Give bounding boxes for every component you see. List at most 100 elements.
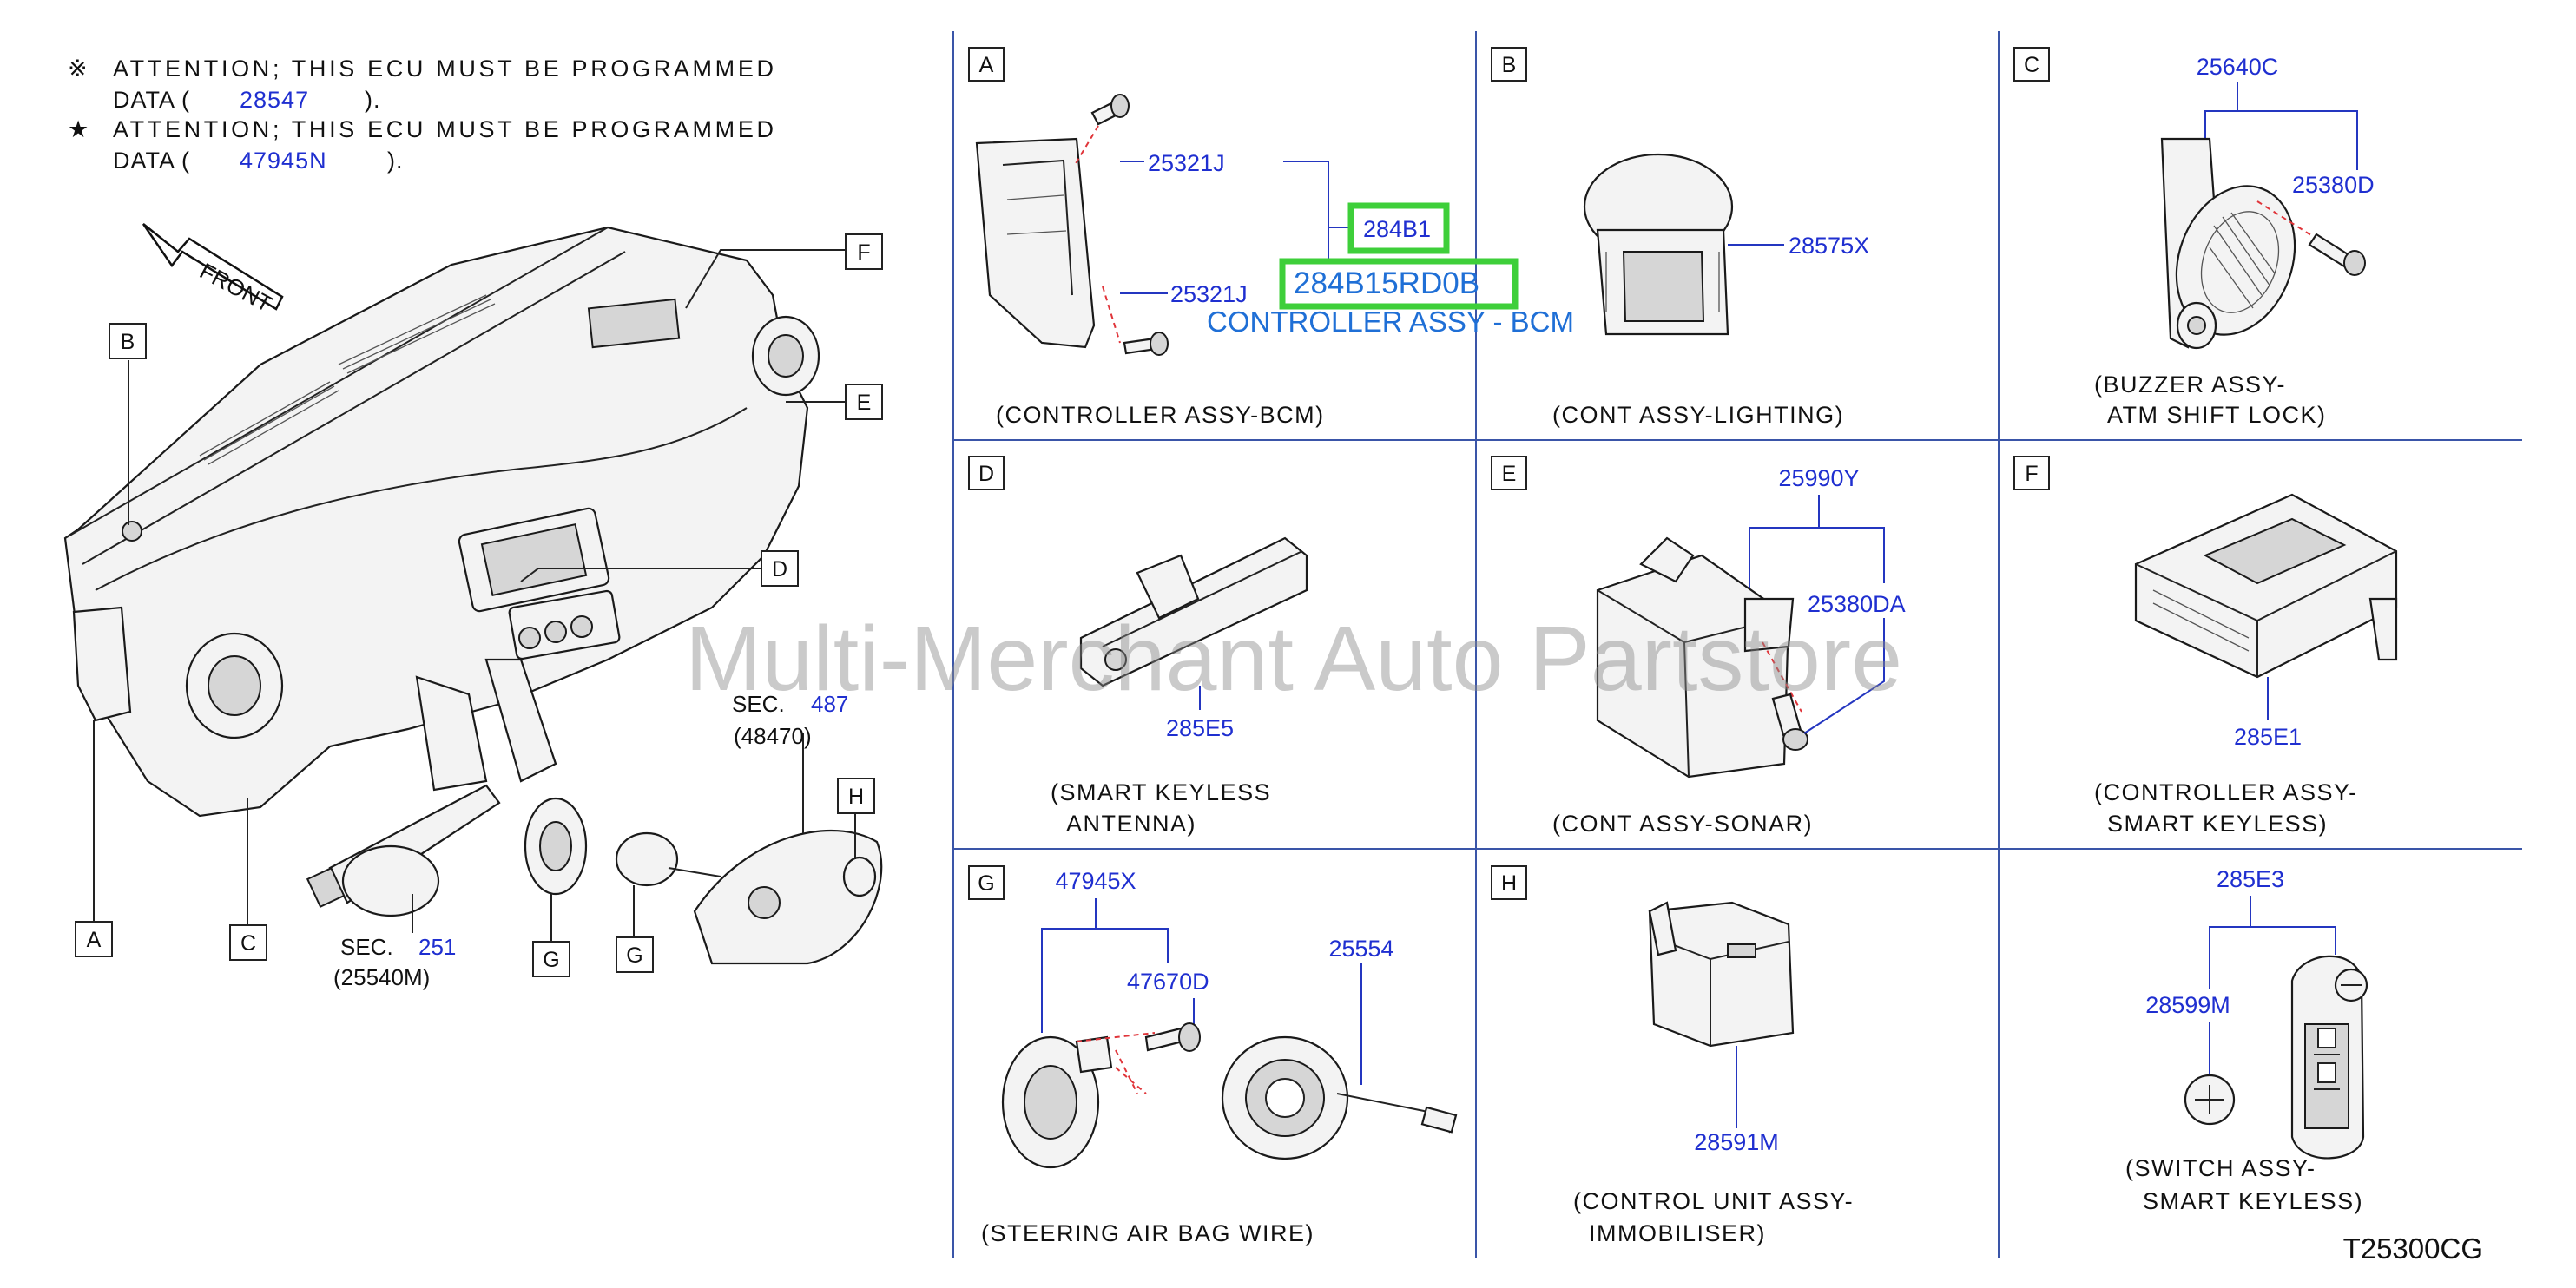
panel-f: F 285E1 (CONTROLLER ASSY- SMART KEYLESS) — [2013, 456, 2398, 837]
panel-c-caption-2: ATM SHIFT LOCK) — [2107, 402, 2327, 428]
part-25640c[interactable]: 25640C — [2197, 54, 2279, 80]
panel-d: D 285E5 (SMART KEYLESS ANTENNA) — [968, 456, 1308, 837]
screw-icon-c — [2308, 233, 2366, 276]
note-line-1: ATTENTION; THIS ECU MUST BE PROGRAMMED — [113, 56, 774, 82]
sec-487-prefix: SEC. — [732, 691, 785, 717]
sec-487-link[interactable]: 487 — [811, 691, 848, 717]
part-285e1[interactable]: 285E1 — [2234, 724, 2302, 750]
steering-sensor-icon — [1001, 1035, 1113, 1169]
panel-h-caption-2: IMMOBILISER) — [1589, 1220, 1766, 1246]
panel-e: E 25990Y 25380DA (CONT ASSY-SONAR) — [1491, 456, 1906, 837]
immobiliser-unit-icon — [1648, 901, 1795, 1048]
panel-a-letter: A — [979, 53, 994, 77]
sec-251-sub: (25540M) — [333, 964, 430, 990]
note-suffix-1: ). — [365, 87, 381, 113]
panel-h: H 28591M (CONTROL UNIT ASSY- IMMOBILISER… — [1491, 865, 1854, 1246]
part-28599m[interactable]: 28599M — [2145, 992, 2230, 1018]
front-arrow-icon: FRONT — [142, 223, 284, 318]
panel-c: C 25640C 25380D (BUZZER ASSY- ATM SHIFT … — [2013, 47, 2375, 428]
panel-d-letter: D — [978, 462, 994, 486]
callout-g-2[interactable]: G — [626, 943, 642, 968]
note-suffix-2: ). — [387, 148, 404, 174]
panel-g-letter: G — [978, 871, 994, 896]
note-prefix-2: DATA ( — [113, 148, 190, 174]
note-code-1[interactable]: 28547 — [240, 87, 309, 113]
part-25554[interactable]: 25554 — [1328, 936, 1393, 962]
key-button-icon — [2184, 1074, 2236, 1126]
panel-smart-key-caption-2: SMART KEYLESS) — [2143, 1188, 2363, 1214]
part-25380da[interactable]: 25380DA — [1808, 591, 1906, 617]
part-25321j-upper[interactable]: 25321J — [1148, 150, 1225, 176]
screw-icon-e — [1771, 693, 1808, 751]
screw-icon-g — [1144, 1022, 1201, 1052]
buzzer-icon — [2160, 137, 2296, 350]
panel-d-caption-1: (SMART KEYLESS — [1051, 779, 1271, 805]
panel-e-caption: (CONT ASSY-SONAR) — [1552, 811, 1813, 837]
panel-b-letter: B — [1502, 53, 1517, 77]
note-symbol-1: ※ — [68, 56, 89, 82]
panel-smart-key: 285E3 28599M (SWITCH ASSY- SMART KEYLESS… — [2125, 866, 2368, 1214]
part-285e5[interactable]: 285E5 — [1166, 715, 1234, 741]
lighting-switch-icon — [1583, 153, 1734, 336]
callout-b[interactable]: B — [121, 330, 135, 354]
part-25321j-lower[interactable]: 25321J — [1170, 281, 1248, 307]
panel-h-letter: H — [1501, 871, 1517, 896]
panel-b: B 28575X (CONT ASSY-LIGHTING) — [1491, 47, 1869, 428]
highlight-box-284b1 — [1347, 202, 1450, 254]
callout-d[interactable]: D — [772, 557, 787, 582]
panel-f-letter: F — [2025, 462, 2038, 486]
panel-b-caption: (CONT ASSY-LIGHTING) — [1552, 402, 1844, 428]
note-symbol-2: ★ — [68, 116, 89, 142]
panel-d-caption-2: ANTENNA) — [1066, 811, 1196, 837]
sec-251-prefix: SEC. — [340, 934, 393, 960]
highlight-part-number[interactable]: 284B15RD0B — [1294, 266, 1479, 300]
spiral-cable-icon — [1221, 1035, 1458, 1160]
keyless-antenna-icon — [1079, 536, 1308, 687]
callout-e[interactable]: E — [857, 391, 872, 415]
sec-487-sub: (48470) — [734, 723, 812, 749]
part-47945x[interactable]: 47945X — [1055, 868, 1136, 894]
note-prefix-1: DATA ( — [113, 87, 190, 113]
front-label: FRONT — [195, 258, 276, 318]
panel-grid — [952, 31, 2522, 1258]
watermark: Multi-Merchant Auto Partstore — [685, 608, 1902, 710]
sec-251-link[interactable]: 251 — [418, 934, 456, 960]
overview-callouts: B F E D A C G G H — [75, 233, 883, 977]
panel-f-caption-1: (CONTROLLER ASSY- — [2094, 779, 2358, 805]
part-285e3[interactable]: 285E3 — [2217, 866, 2284, 892]
panel-a-caption: (CONTROLLER ASSY-BCM) — [996, 402, 1325, 428]
part-284b1[interactable]: 284B1 — [1363, 216, 1431, 242]
part-47670d[interactable]: 47670D — [1127, 969, 1209, 995]
panel-h-caption-1: (CONTROL UNIT ASSY- — [1573, 1188, 1854, 1214]
highlight-part-desc: CONTROLLER ASSY - BCM — [1207, 306, 1574, 338]
sonar-unit-icon — [1596, 536, 1795, 779]
callout-h[interactable]: H — [848, 785, 864, 809]
keyless-controller-icon — [2134, 493, 2398, 679]
part-25990y[interactable]: 25990Y — [1778, 465, 1859, 491]
panel-smart-key-caption-1: (SWITCH ASSY- — [2125, 1155, 2316, 1181]
screw-icon — [1090, 94, 1169, 356]
panel-a: A 25321J 25321J 284B1 284B15RD0B CONTROL… — [968, 47, 1574, 428]
ecu-notes: ※ ATTENTION; THIS ECU MUST BE PROGRAMMED… — [68, 56, 774, 174]
bcm-bracket-icon — [975, 137, 1096, 349]
highlight-box-part-number — [1279, 258, 1519, 310]
note-line-2: ATTENTION; THIS ECU MUST BE PROGRAMMED — [113, 116, 774, 142]
part-25380d[interactable]: 25380D — [2292, 172, 2375, 198]
callout-f[interactable]: F — [857, 240, 870, 265]
panel-c-letter: C — [2024, 53, 2039, 77]
note-code-2[interactable]: 47945N — [240, 148, 327, 174]
panel-g-caption: (STEERING AIR BAG WIRE) — [981, 1220, 1314, 1246]
callout-g-1[interactable]: G — [543, 948, 559, 972]
panel-c-caption-1: (BUZZER ASSY- — [2094, 371, 2286, 398]
callout-a[interactable]: A — [87, 928, 102, 952]
diagram-code: T25300CG — [2343, 1232, 2483, 1265]
dashboard-overview: FRONT — [63, 223, 883, 990]
panel-e-letter: E — [1502, 462, 1517, 486]
panel-g: G 47945X 47670D 25554 (STEERING AIR BAG … — [968, 865, 1458, 1246]
panel-f-caption-2: SMART KEYLESS) — [2107, 811, 2328, 837]
part-28575x[interactable]: 28575X — [1789, 233, 1869, 259]
smart-key-fob-icon — [2290, 955, 2368, 1160]
part-28591m[interactable]: 28591M — [1694, 1129, 1779, 1155]
callout-c[interactable]: C — [240, 931, 256, 956]
